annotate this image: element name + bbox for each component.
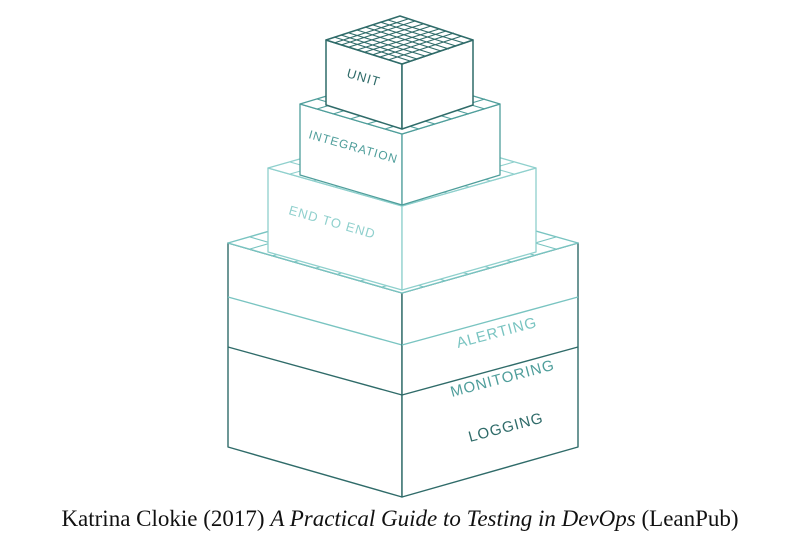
band-divider-left-2 [227, 346, 403, 396]
band-divider-left-1 [227, 296, 403, 346]
unit-top-face [325, 15, 474, 65]
unit-top-grid [333, 18, 465, 62]
caption-author-year: Katrina Clokie (2017) [61, 506, 265, 531]
band-divider-right-1 [401, 296, 579, 346]
band-divider-right-2 [401, 346, 579, 396]
unit-block: UNIT [325, 15, 474, 130]
caption-book-title: A Practical Guide to Testing in DevOps [270, 506, 636, 531]
source-caption: Katrina Clokie (2017) A Practical Guide … [0, 506, 800, 532]
caption-publisher: (LeanPub) [641, 506, 739, 531]
